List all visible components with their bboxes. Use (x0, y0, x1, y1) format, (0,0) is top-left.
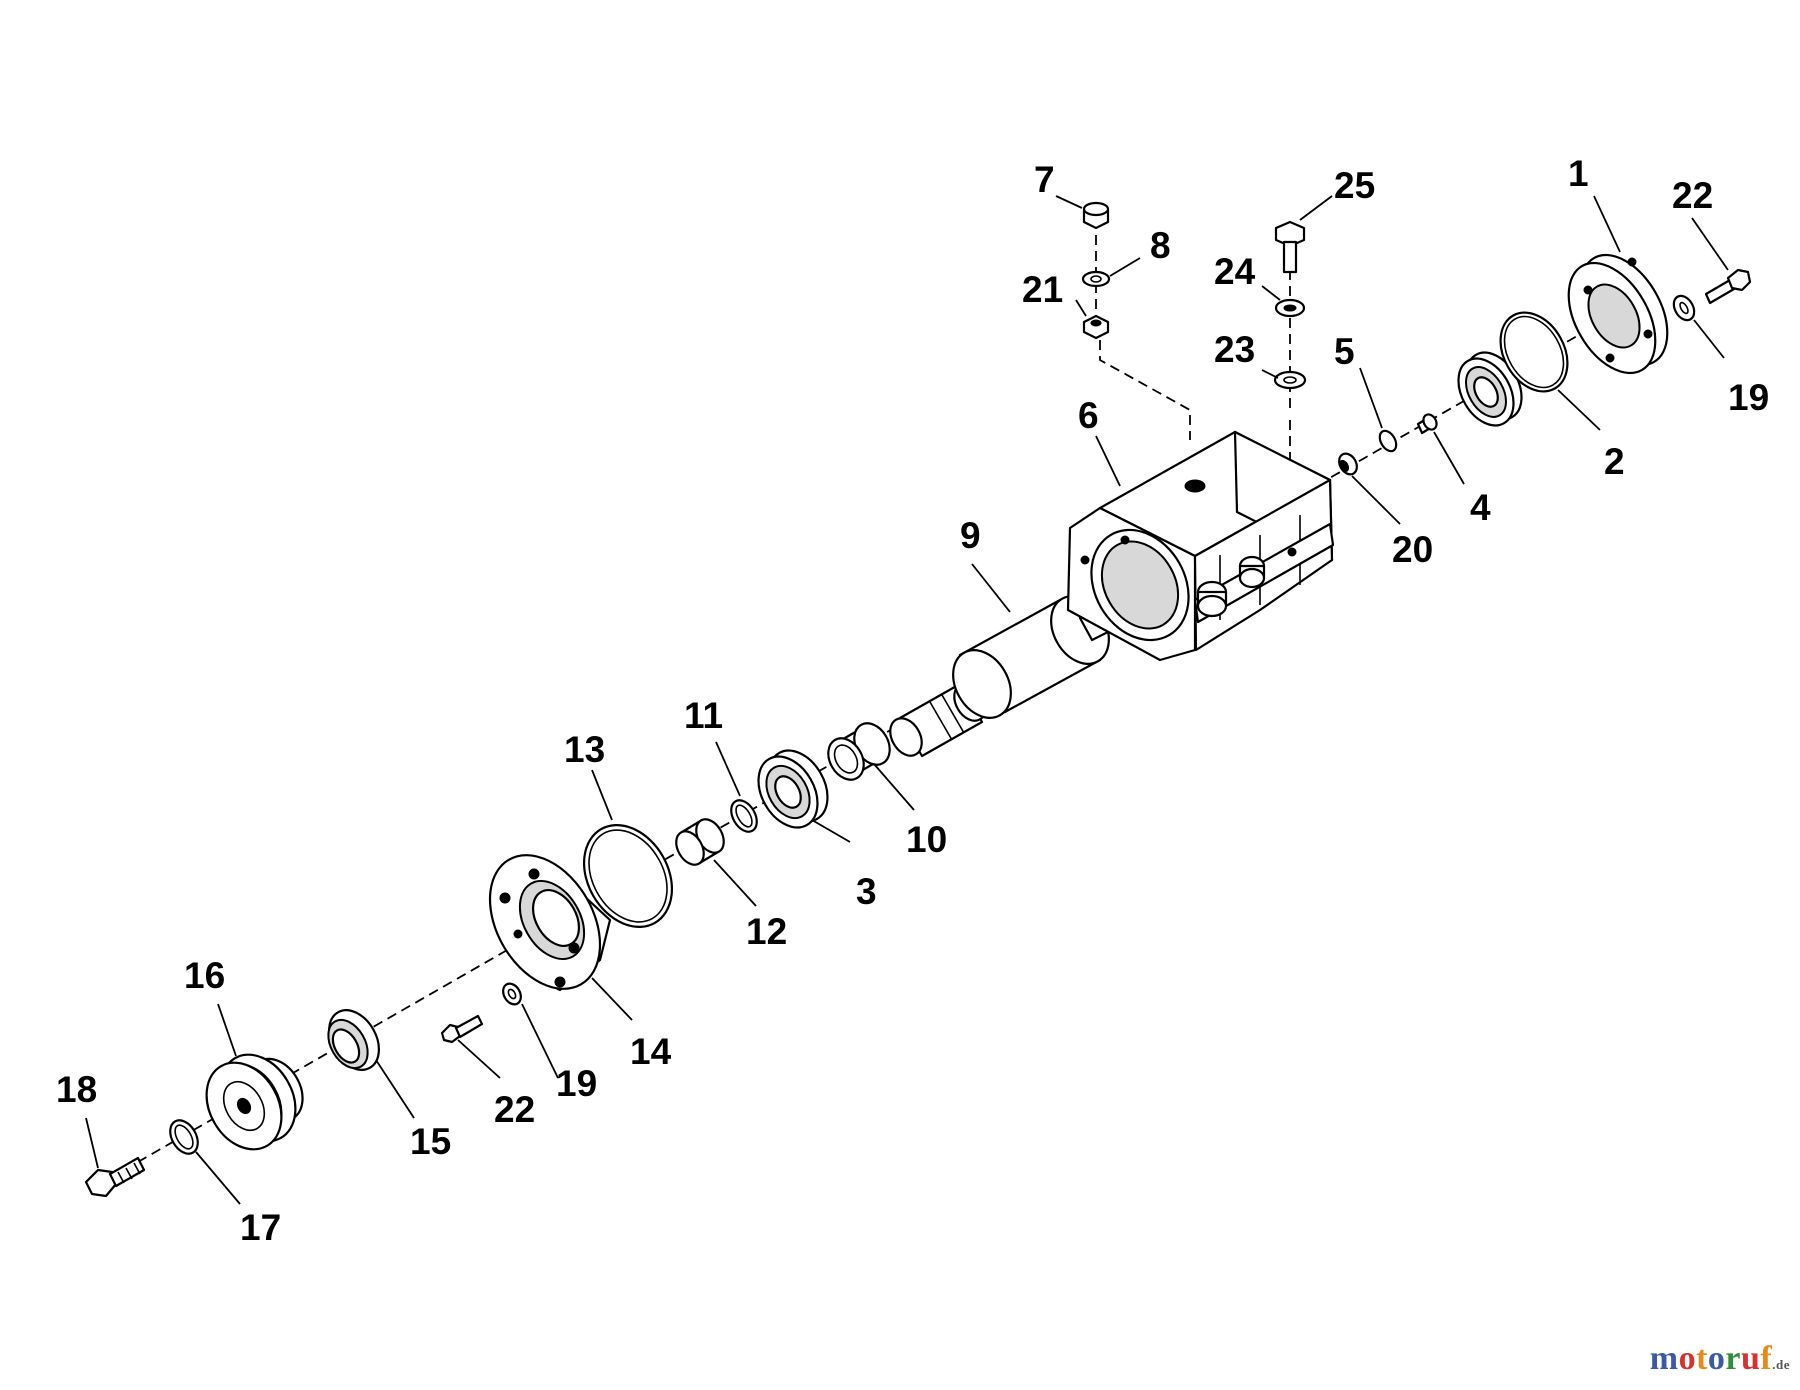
brand-letter: f (1760, 1340, 1773, 1377)
part-19-washer-upper (1672, 294, 1696, 322)
callout-8: 8 (1150, 225, 1171, 266)
callout-22-upper: 22 (1672, 175, 1713, 216)
leader-lines (85, 195, 1729, 1205)
part-21-nut (1082, 314, 1110, 340)
brand-letter: u (1741, 1340, 1761, 1377)
part-23-washer (1273, 370, 1307, 390)
part-11-retaining-ring (730, 799, 758, 833)
part-22-screw-upper (1704, 268, 1752, 305)
part-22-screw-lower (440, 1014, 484, 1044)
callout-1: 1 (1568, 153, 1589, 194)
part-13-o-ring (582, 824, 674, 928)
callout-labels: 1 22 19 2 4 20 5 25 24 23 7 8 21 6 9 10 … (56, 153, 1769, 1248)
part-19-washer-lower (502, 982, 522, 1006)
brand-letter: t (1696, 1340, 1708, 1377)
callout-19-upper: 19 (1728, 377, 1769, 418)
brand-suffix: .de (1772, 1357, 1790, 1372)
brand-letter: o (1707, 1340, 1726, 1377)
callout-10: 10 (906, 819, 947, 860)
part-6-housing (1066, 430, 1335, 662)
part-4-bushing (1416, 413, 1438, 435)
part-3-bearing (757, 749, 829, 829)
callout-13: 13 (564, 729, 605, 770)
part-5-ring (1378, 429, 1398, 453)
callout-12: 12 (746, 911, 787, 952)
part-25-bolt (1274, 220, 1306, 274)
callout-15: 15 (410, 1121, 451, 1162)
part-15-seal (327, 1009, 380, 1071)
brand-letter: m (1649, 1340, 1679, 1377)
callout-11: 11 (684, 695, 723, 736)
callout-18: 18 (56, 1069, 97, 1110)
part-8-washer (1081, 270, 1111, 288)
callout-9: 9 (960, 515, 981, 556)
callout-21: 21 (1022, 269, 1063, 310)
callout-24: 24 (1214, 251, 1256, 292)
callout-2: 2 (1604, 441, 1625, 482)
callout-14: 14 (630, 1031, 672, 1072)
callout-25: 25 (1334, 165, 1375, 206)
callout-6: 6 (1078, 395, 1099, 436)
callout-19-lower: 19 (556, 1063, 597, 1104)
callout-7: 7 (1034, 159, 1055, 200)
callout-5: 5 (1334, 331, 1355, 372)
part-1-end-cover (1567, 253, 1669, 375)
callout-3: 3 (856, 871, 877, 912)
part-2-bearing (1457, 351, 1523, 427)
part-20-fitting (1338, 452, 1358, 476)
callout-4: 4 (1470, 487, 1491, 528)
part-12-spacer (675, 818, 725, 866)
part-7-plug (1082, 201, 1110, 230)
callout-22-lower: 22 (494, 1089, 535, 1130)
callout-17: 17 (240, 1207, 281, 1248)
part-2-o-ring (1499, 311, 1569, 393)
brand-watermark: motoruf.de (1650, 1340, 1790, 1378)
brand-letter: o (1678, 1340, 1697, 1377)
part-14-bearing-housing (488, 854, 612, 992)
part-24-washer (1274, 298, 1306, 318)
part-18-bolt (84, 1156, 146, 1198)
part-16-pulley (205, 1053, 304, 1151)
part-17-snap-ring (169, 1119, 199, 1155)
callout-20: 20 (1392, 529, 1433, 570)
part-10-bushing (827, 722, 891, 781)
brand-letter: r (1725, 1340, 1741, 1377)
callout-23: 23 (1214, 329, 1255, 370)
callout-16: 16 (184, 955, 225, 996)
